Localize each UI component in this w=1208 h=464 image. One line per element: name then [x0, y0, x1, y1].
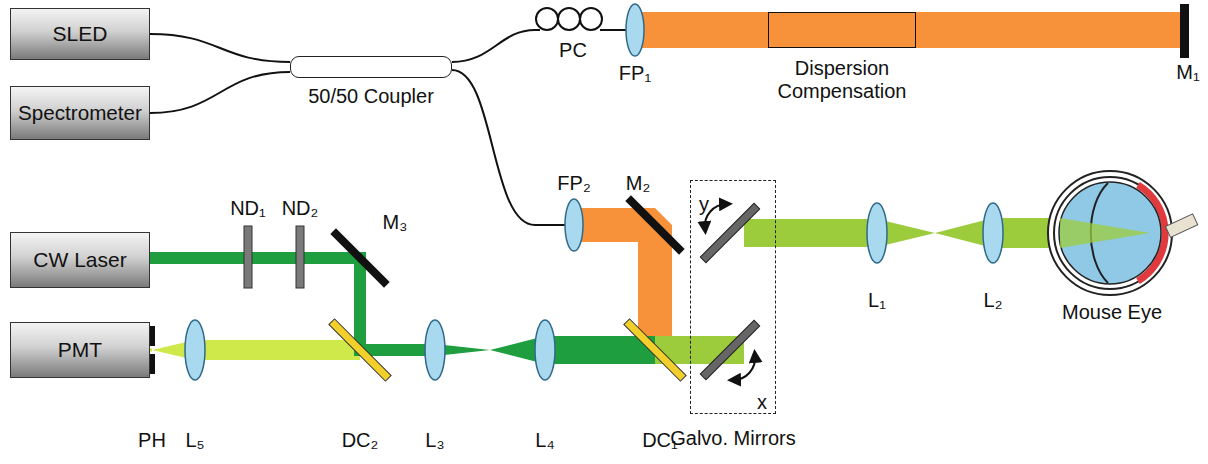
- node-label: Dispersion Compensation: [777, 57, 907, 103]
- node-label: CW Laser: [33, 248, 126, 272]
- lens: [185, 4, 1003, 380]
- part-label: L₂: [984, 289, 1003, 312]
- part-label: L₃: [425, 429, 444, 452]
- galvo-mirror: [700, 203, 759, 262]
- fiber-coupler: 50/50 Coupler: [290, 56, 452, 78]
- part-label: M₂: [626, 172, 650, 195]
- part-label: ND₁: [230, 197, 266, 220]
- optical-fiber: [150, 72, 290, 113]
- part-label: PC: [559, 39, 587, 62]
- node-label: Spectrometer: [18, 101, 142, 125]
- dispersion-compensator: Dispersion Compensation: [768, 12, 916, 48]
- part-label: Mouse Eye: [1062, 301, 1162, 324]
- part-label: M₁: [1176, 61, 1199, 84]
- mirror: [330, 228, 389, 287]
- part-label: PH: [138, 429, 166, 452]
- part-label: L₁: [868, 289, 886, 312]
- scan-arrow: [734, 356, 755, 380]
- nd-filter: [244, 226, 252, 288]
- nd-filter: [296, 226, 304, 288]
- part-label: L₄: [535, 429, 554, 452]
- galvo-mirror: [700, 320, 759, 379]
- part-label: M₃: [383, 211, 408, 234]
- detection-beam: [152, 340, 360, 360]
- optical-fiber: [150, 34, 290, 62]
- node-label: PMT: [58, 338, 102, 362]
- mirror: [625, 195, 684, 254]
- detector-box: PMT: [10, 322, 150, 378]
- optical-fiber: [452, 8, 628, 225]
- part-label: y: [699, 193, 709, 216]
- spectrometer-box: Spectrometer: [10, 86, 150, 140]
- light-source-box: SLED: [10, 8, 150, 60]
- galvo-scanner: Galvo. Mirrors: [690, 180, 776, 414]
- part-label: FP₂: [557, 172, 590, 195]
- mirror: [1180, 4, 1189, 58]
- part-label: DC₂: [342, 429, 379, 452]
- part-label: x: [757, 391, 767, 414]
- mouse-eye: [1048, 171, 1198, 295]
- dichroic-mirror: [624, 319, 686, 381]
- part-label: ND₂: [282, 197, 319, 220]
- oct-beam: [566, 12, 1182, 350]
- part-label: L₅: [185, 429, 204, 452]
- node-label: SLED: [53, 22, 108, 46]
- node-label: 50/50 Coupler: [271, 85, 471, 108]
- laser-beam: [150, 252, 655, 364]
- part-label: FP₁: [619, 62, 651, 85]
- dichroic-mirror: [329, 319, 391, 381]
- part-label: DC₁: [642, 429, 678, 452]
- laser-box: CW Laser: [10, 232, 150, 288]
